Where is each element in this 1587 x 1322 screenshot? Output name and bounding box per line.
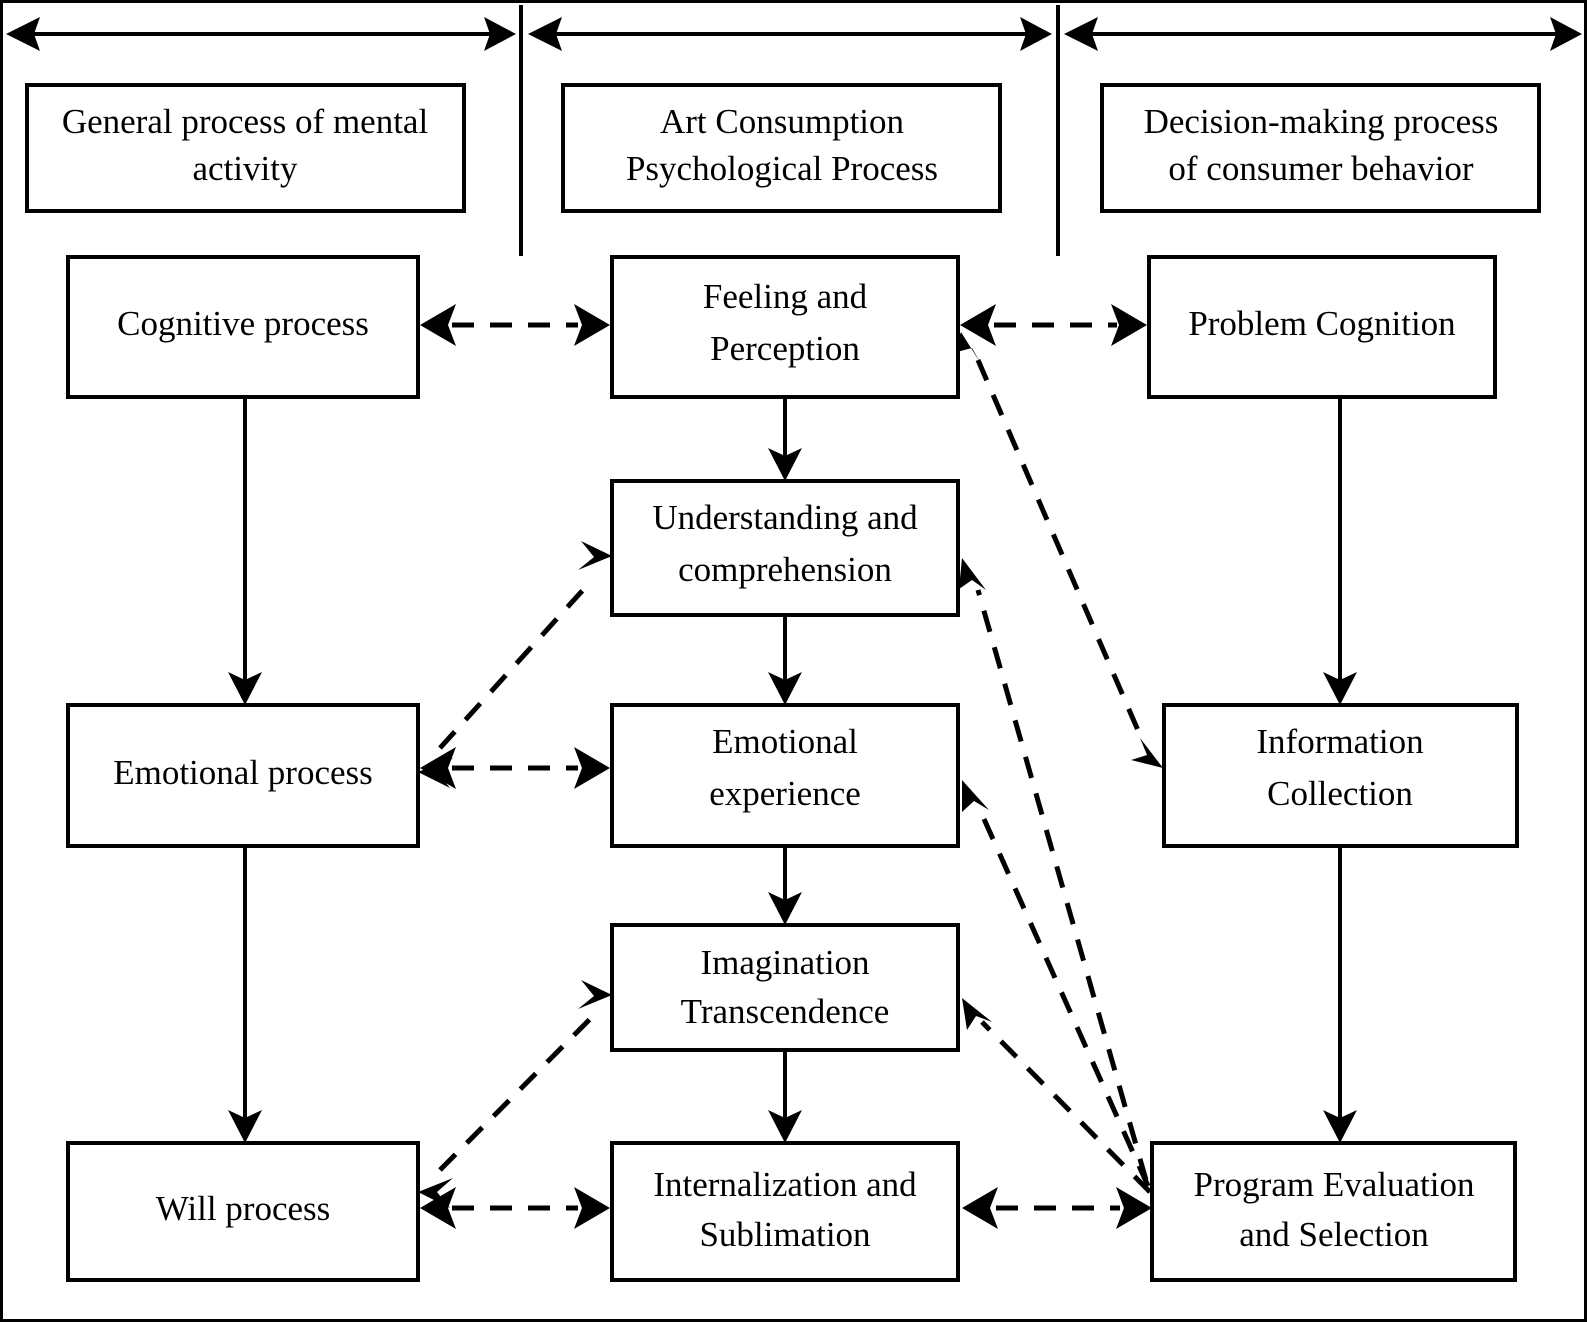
node-label-line1: Program Evaluation [1194, 1165, 1475, 1204]
node-label-line2: experience [709, 774, 861, 813]
span-arrow-general-mental [6, 17, 516, 51]
edge-information-to-program [1323, 846, 1357, 1143]
node-emotional-process[interactable]: Emotional process [66, 703, 420, 848]
header-box-art-consumption: Art Consumption Psychological Process [561, 83, 1002, 213]
node-label-line2: comprehension [678, 550, 892, 589]
node-label-line1: Imagination [700, 943, 869, 982]
edge-will-imagination [418, 980, 612, 1208]
header-label-line1: Art Consumption [660, 102, 904, 141]
node-label-line2: Perception [710, 329, 860, 368]
edge-internalization-program [962, 1187, 1152, 1229]
node-label: Emotional process [113, 753, 373, 792]
span-arrow-right-head [484, 17, 516, 51]
edge-imagination-to-internalization [768, 1050, 802, 1143]
span-arrow-consumer-decision [1064, 17, 1582, 51]
node-label: Will process [156, 1189, 331, 1228]
node-emotional-experience[interactable]: Emotional experience [610, 703, 960, 848]
node-feeling-and-perception[interactable]: Feeling and Perception [610, 255, 960, 399]
edge-feeling-information [953, 332, 1163, 768]
node-understanding-and-comprehension[interactable]: Understanding and comprehension [610, 479, 960, 617]
edge-program-to-emotional-experience [962, 780, 1151, 1188]
node-information-collection[interactable]: Information Collection [1162, 703, 1519, 848]
node-imagination-transcendence[interactable]: Imagination Transcendence [610, 923, 960, 1052]
span-arrow-art-consumption [528, 17, 1052, 51]
node-label: Problem Cognition [1188, 304, 1455, 343]
node-cognitive-process[interactable]: Cognitive process [66, 255, 420, 399]
edge-cognitive-to-emotional [228, 397, 262, 705]
edge-understanding-to-emotional-experience [768, 615, 802, 705]
header-box-consumer-decision: Decision-making process of consumer beha… [1100, 83, 1541, 213]
span-arrow-left-head [528, 17, 562, 51]
header-label-line2: Psychological Process [626, 149, 938, 188]
edge-emotional-experience-to-imagination [768, 846, 802, 925]
node-program-evaluation-and-selection[interactable]: Program Evaluation and Selection [1150, 1141, 1517, 1282]
span-arrow-left-head [6, 17, 40, 51]
node-label-line1: Understanding and [652, 498, 918, 537]
edge-feeling-problem [960, 304, 1147, 346]
header-label-line2: activity [193, 149, 298, 188]
header-box-general-mental: General process of mental activity [25, 83, 466, 213]
edge-cognitive-feeling [420, 304, 610, 346]
node-label: Cognitive process [117, 304, 369, 343]
edge-emotional-to-will [228, 846, 262, 1143]
node-label-line1: Emotional [712, 722, 858, 761]
node-label-line2: Transcendence [681, 992, 890, 1031]
node-label-line2: Collection [1267, 774, 1413, 813]
edge-program-to-imagination [962, 998, 1152, 1194]
node-label-line1: Internalization and [653, 1165, 917, 1204]
edge-program-to-understanding [959, 558, 1149, 1181]
header-label-line1: General process of mental [62, 102, 429, 141]
node-label-line2: Sublimation [699, 1215, 870, 1254]
node-label-line1: Feeling and [703, 277, 868, 316]
edge-emotional-process-understanding [418, 541, 612, 788]
edge-feeling-to-understanding [768, 397, 802, 481]
node-problem-cognition[interactable]: Problem Cognition [1147, 255, 1497, 399]
edge-emotional-process-experience [420, 747, 610, 789]
header-label-line1: Decision-making process [1144, 102, 1499, 141]
span-arrow-left-head [1064, 17, 1098, 51]
node-internalization-and-sublimation[interactable]: Internalization and Sublimation [610, 1141, 960, 1282]
node-will-process[interactable]: Will process [66, 1141, 420, 1282]
span-arrow-right-head [1020, 17, 1052, 51]
header-label-line2: of consumer behavior [1168, 149, 1474, 188]
node-label-line1: Information [1256, 722, 1423, 761]
span-arrow-right-head [1550, 17, 1582, 51]
edge-will-internalization [420, 1187, 610, 1229]
edge-problem-to-information [1323, 397, 1357, 705]
node-label-line2: and Selection [1239, 1215, 1429, 1254]
